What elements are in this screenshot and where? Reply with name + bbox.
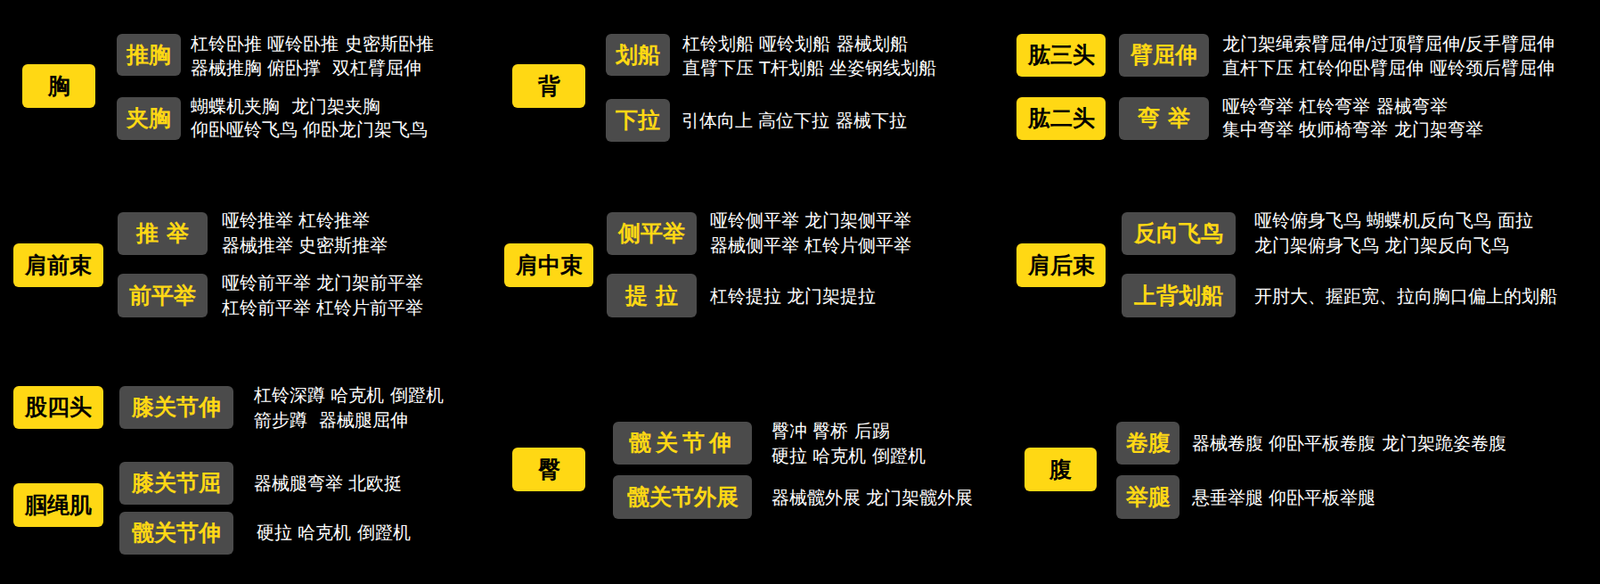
box-label: 膝关节伸 bbox=[131, 394, 221, 420]
exercise-list: 悬垂举腿 仰卧平板举腿 bbox=[1191, 485, 1376, 509]
muscle-box: 背 bbox=[512, 64, 586, 108]
box-label: 下拉 bbox=[615, 107, 661, 133]
muscle-box: 腘绳肌 bbox=[13, 482, 104, 527]
movement-box: 举腿 bbox=[1116, 474, 1180, 519]
box-label: 髋关节伸 bbox=[628, 430, 736, 456]
box-label: 肩前束 bbox=[24, 253, 92, 278]
box-label: 腘绳肌 bbox=[24, 492, 92, 518]
movement-box: 膝关节伸 bbox=[119, 385, 234, 429]
box-label: 髋关节伸 bbox=[131, 520, 221, 546]
box-label: 提 拉 bbox=[625, 283, 678, 309]
exercise-list: 器械推胸 俯卧撑 双杠臂屈伸 bbox=[190, 56, 422, 80]
box-label: 反向飞鸟 bbox=[1134, 220, 1224, 246]
box-label: 肩中束 bbox=[515, 253, 583, 278]
muscle-box: 胸 bbox=[22, 64, 96, 108]
exercise-list: 哑铃推举 杠铃推举 bbox=[221, 208, 370, 232]
movement-box: 下拉 bbox=[605, 98, 670, 142]
movement-box: 髋关节伸 bbox=[119, 511, 234, 555]
exercise-list: 杠铃划船 哑铃划船 器械划船 bbox=[682, 32, 908, 56]
box-label: 肩后束 bbox=[1028, 253, 1095, 278]
exercise-list: 硬拉 哈克机 倒蹬机 bbox=[771, 443, 926, 467]
box-label: 推胸 bbox=[126, 42, 172, 68]
movement-box: 划船 bbox=[605, 33, 670, 76]
exercise-list: 杠铃深蹲 哈克机 倒蹬机 bbox=[253, 383, 444, 407]
exercise-list: 哑铃侧平举 龙门架侧平举 bbox=[710, 208, 912, 232]
box-label: 前平举 bbox=[129, 283, 196, 309]
muscle-box: 股四头 bbox=[13, 385, 104, 429]
muscle-box: 臀 bbox=[512, 447, 586, 491]
box-label: 髋关节外展 bbox=[627, 484, 739, 510]
box-label: 背 bbox=[538, 73, 561, 99]
exercise-list: 哑铃俯身飞鸟 蝴蝶机反向飞鸟 面拉 bbox=[1254, 208, 1534, 232]
muscle-box: 肱二头 bbox=[1016, 97, 1106, 140]
muscle-box: 肩前束 bbox=[13, 243, 104, 287]
box-label: 臀 bbox=[538, 457, 561, 482]
movement-box: 推 举 bbox=[117, 212, 208, 255]
exercise-list: 臀冲 臀桥 后踢 bbox=[771, 418, 890, 442]
exercise-list: 器械髋外展 龙门架髋外展 bbox=[771, 485, 973, 509]
box-label: 划船 bbox=[615, 42, 661, 68]
muscle-box: 肩后束 bbox=[1016, 243, 1106, 287]
movement-box: 上背划船 bbox=[1121, 273, 1236, 318]
muscle-box: 腹 bbox=[1024, 447, 1097, 491]
muscle-box: 肩中束 bbox=[504, 243, 594, 287]
box-label: 侧平举 bbox=[618, 220, 686, 246]
movement-box: 弯 举 bbox=[1118, 97, 1209, 140]
movement-box: 前平举 bbox=[117, 273, 208, 318]
box-label: 肱三头 bbox=[1028, 42, 1095, 68]
box-label: 卷腹 bbox=[1126, 430, 1171, 456]
exercise-list: 直杆下压 杠铃仰卧臂屈伸 哑铃颈后臂屈伸 bbox=[1222, 56, 1555, 80]
movement-box: 推胸 bbox=[116, 33, 181, 76]
movement-box: 夹胸 bbox=[116, 97, 181, 140]
exercise-list: 器械侧平举 杠铃片侧平举 bbox=[710, 233, 912, 257]
box-label: 举腿 bbox=[1126, 484, 1171, 510]
movement-box: 臂屈伸 bbox=[1118, 33, 1209, 77]
exercise-list: 仰卧哑铃飞鸟 仰卧龙门架飞鸟 bbox=[190, 117, 428, 141]
movement-box: 髋关节外展 bbox=[612, 474, 752, 519]
box-label: 膝关节屈 bbox=[131, 470, 221, 496]
box-label: 肱二头 bbox=[1028, 106, 1095, 131]
exercise-list: 引体向上 高位下拉 器械下拉 bbox=[681, 108, 907, 132]
movement-box: 髋关节伸 bbox=[612, 421, 752, 465]
movement-box: 提 拉 bbox=[606, 273, 697, 318]
exercise-list: 直臂下压 T杆划船 坐姿钢线划船 bbox=[682, 56, 937, 80]
exercise-list: 开肘大、握距宽、拉向胸口偏上的划船 bbox=[1254, 284, 1558, 308]
box-label: 推 举 bbox=[136, 220, 189, 246]
box-label: 夹胸 bbox=[126, 106, 172, 131]
movement-box: 侧平举 bbox=[606, 212, 697, 255]
movement-box: 膝关节屈 bbox=[119, 461, 234, 505]
exercise-list: 哑铃弯举 杠铃弯举 器械弯举 bbox=[1222, 94, 1448, 118]
exercise-list: 器械腿弯举 北欧挺 bbox=[253, 471, 402, 495]
exercise-list: 器械卷腹 仰卧平板卷腹 龙门架跪姿卷腹 bbox=[1191, 431, 1507, 455]
exercise-list: 硬拉 哈克机 倒蹬机 bbox=[256, 520, 411, 544]
exercise-list: 杠铃前平举 杠铃片前平举 bbox=[221, 295, 424, 319]
box-label: 胸 bbox=[48, 73, 71, 99]
exercise-list: 杠铃提拉 龙门架提拉 bbox=[710, 284, 876, 308]
exercise-list: 蝴蝶机夹胸 龙门架夹胸 bbox=[190, 94, 381, 118]
box-label: 臂屈伸 bbox=[1130, 42, 1198, 68]
exercise-list: 器械推举 史密斯推举 bbox=[221, 233, 388, 257]
exercise-list: 箭步蹲 器械腿屈伸 bbox=[253, 408, 409, 432]
box-label: 股四头 bbox=[24, 394, 92, 420]
movement-box: 卷腹 bbox=[1116, 421, 1180, 465]
box-label: 弯 举 bbox=[1137, 106, 1191, 131]
exercise-list: 哑铃前平举 龙门架前平举 bbox=[221, 270, 424, 294]
box-label: 上背划船 bbox=[1134, 283, 1224, 309]
exercise-list: 龙门架俯身飞鸟 龙门架反向飞鸟 bbox=[1254, 233, 1510, 257]
muscle-box: 肱三头 bbox=[1016, 33, 1106, 77]
exercise-list: 杠铃卧推 哑铃卧推 史密斯卧推 bbox=[190, 32, 434, 56]
box-label: 腹 bbox=[1049, 457, 1072, 482]
exercise-list: 集中弯举 牧师椅弯举 龙门架弯举 bbox=[1222, 117, 1484, 141]
movement-box: 反向飞鸟 bbox=[1121, 212, 1236, 255]
exercise-list: 龙门架绳索臂屈伸/过顶臂屈伸/反手臂屈伸 bbox=[1222, 32, 1555, 56]
